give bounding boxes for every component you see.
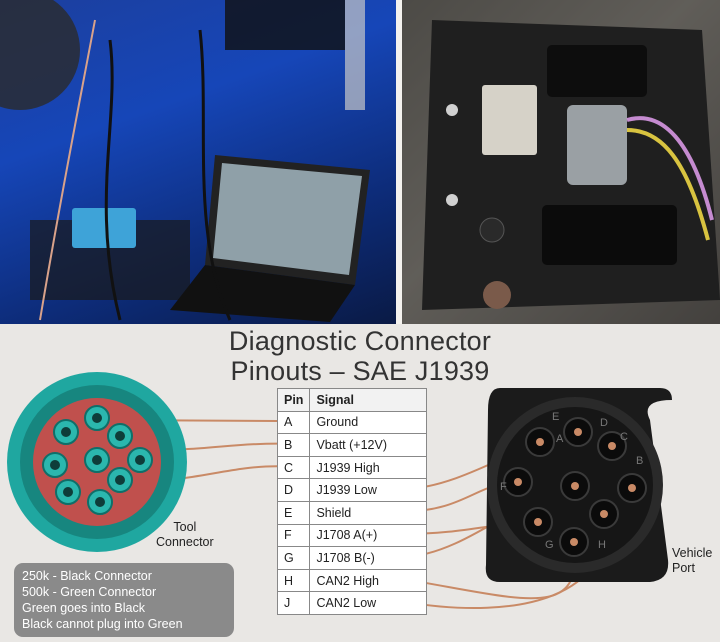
port-pin-letter: F <box>500 481 507 493</box>
port-pin-contact <box>571 482 579 490</box>
pin-cell: H <box>276 568 311 593</box>
pin-cell: B <box>276 433 311 457</box>
pin-cell: E <box>276 500 311 525</box>
pin-cell: G <box>276 546 311 570</box>
tool-pin-hole <box>92 413 102 423</box>
ecu-photo-illustration <box>402 0 720 324</box>
vehicle-port: A BCD E F G H <box>485 388 672 582</box>
title-line-2: Pinouts – SAE J1939 <box>230 356 490 386</box>
column-header-pin: Pin <box>276 388 311 412</box>
signal-cell: CAN2 High <box>309 568 428 593</box>
pin-cell: J <box>276 591 311 615</box>
signal-cell: J1708 B(-) <box>309 546 428 570</box>
tool-pin-hole <box>135 455 145 465</box>
pin-cell: F <box>276 523 311 548</box>
signal-cell: J1939 High <box>309 455 428 480</box>
vehicle-label-line-1: Vehicle <box>672 546 713 560</box>
signal-cell: CAN2 Low <box>309 591 428 615</box>
signal-cell: Ground <box>309 410 428 435</box>
tool-label-line-2: Connector <box>156 535 214 549</box>
tool-pin-hole <box>95 497 105 507</box>
vehicle-port-label: Vehicle Port <box>672 546 712 576</box>
signal-cell: J1939 Low <box>309 478 428 502</box>
tool-pin-hole <box>115 475 125 485</box>
tool-pin-hole <box>63 487 73 497</box>
ecu-module-photo <box>402 0 720 324</box>
info-line: 250k - Black Connector <box>22 569 152 583</box>
signal-cell: J1708 A(+) <box>309 523 428 548</box>
info-line: Green goes into Black <box>22 601 145 615</box>
port-pin-contact <box>628 484 636 492</box>
vehicle-label-line-2: Port <box>672 561 695 575</box>
port-pin-letter: B <box>636 455 643 467</box>
truck-cab-laptop-photo <box>0 0 396 324</box>
port-pin-letter: H <box>598 539 606 551</box>
port-pin-contact <box>608 442 616 450</box>
info-line: Black cannot plug into Green <box>22 617 183 631</box>
table-header-row: Pin Signal <box>276 388 428 412</box>
tool-pin-hole <box>92 455 102 465</box>
port-pin-contact <box>536 438 544 446</box>
port-pin-contact <box>574 428 582 436</box>
tool-connector <box>7 372 187 552</box>
pin-cell: D <box>276 478 311 502</box>
tool-pin-hole <box>115 431 125 441</box>
port-pin-letter: G <box>545 539 554 551</box>
port-pin-contact <box>514 478 522 486</box>
signal-cell: Vbatt (+12V) <box>309 433 428 457</box>
port-pin-contact <box>534 518 542 526</box>
port-pin-letter: C <box>620 431 628 443</box>
pin-cell: A <box>276 410 311 435</box>
tool-pin-hole <box>61 427 71 437</box>
tool-pin-hole <box>50 460 60 470</box>
speed-info-box: 250k - Black Connector 500k - Green Conn… <box>14 563 234 637</box>
photo-divider <box>396 0 402 324</box>
port-pin-letter: A <box>556 433 564 445</box>
tool-label-line-1: Tool <box>173 520 197 534</box>
port-pin-contact <box>570 538 578 546</box>
column-header-signal: Signal <box>309 388 428 412</box>
port-pin-letter: E <box>552 411 559 423</box>
port-pin-letter: D <box>600 417 608 429</box>
title-line-1: Diagnostic Connector <box>228 326 492 356</box>
page-title: Diagnostic Connector Pinouts – SAE J1939 <box>0 326 720 386</box>
port-pin-contact <box>600 510 608 518</box>
pin-cell: C <box>276 455 311 480</box>
info-line: 500k - Green Connector <box>22 585 157 599</box>
truck-cab-photo-illustration <box>0 0 370 322</box>
signal-cell: Shield <box>309 500 428 525</box>
tool-connector-label: Tool Connector <box>156 520 214 550</box>
